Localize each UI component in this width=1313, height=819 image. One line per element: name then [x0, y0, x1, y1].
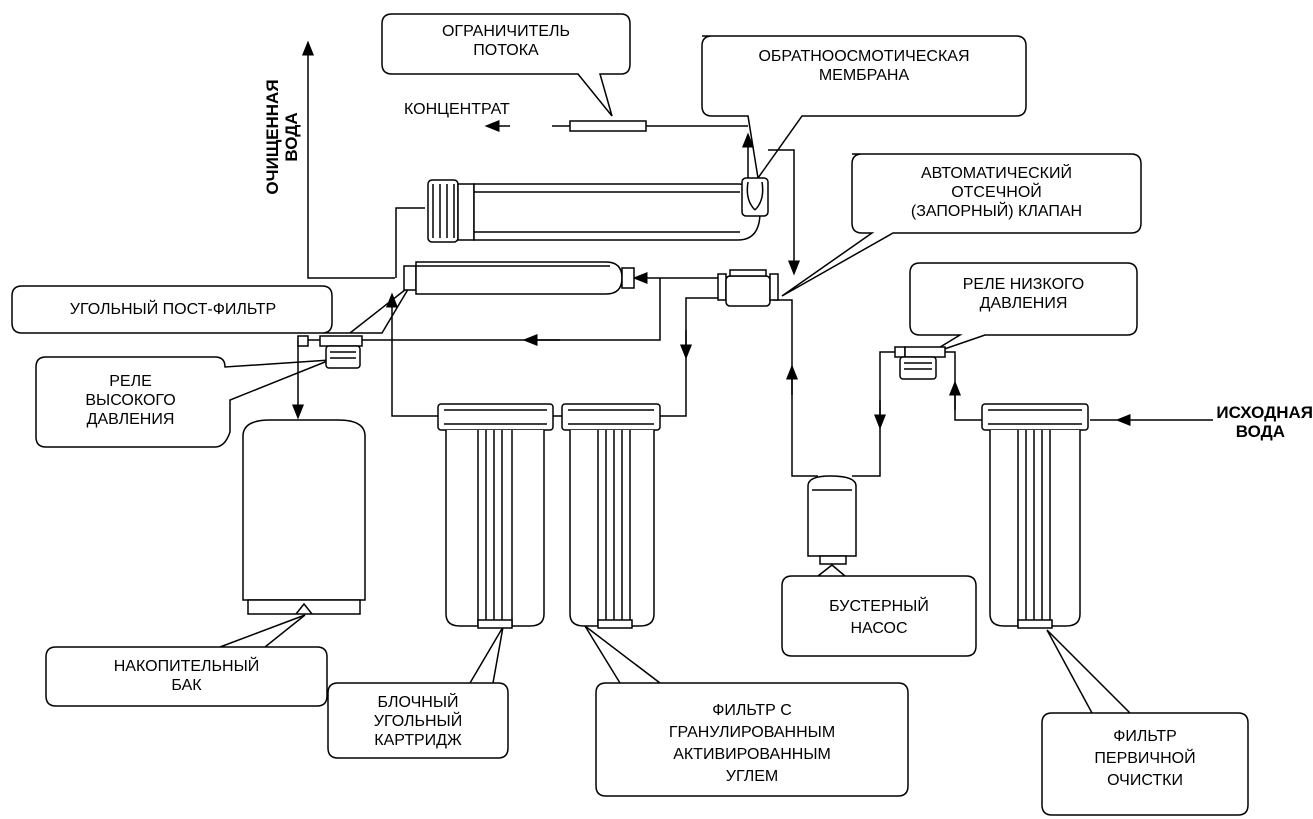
label-prefilter: ФИЛЬТР ПЕРВИЧНОЙ ОЧИСТКИ	[1094, 728, 1196, 789]
callout-high-pressure-relay	[35, 356, 331, 448]
high-pressure-relay-body	[297, 335, 363, 369]
callout-flow-restrictor	[381, 13, 631, 117]
shutoff-valve-body	[717, 269, 779, 307]
storage-tank-body	[242, 419, 366, 615]
pipe-block-to-post	[386, 292, 438, 417]
pipe-pump-to-valve	[773, 299, 818, 477]
callout-low-pressure-relay	[909, 262, 1138, 356]
callout-storage-tank	[45, 614, 328, 707]
label-storage-tank: НАКОПИТЕЛЬНЫЙ БАК	[113, 658, 260, 694]
booster-pump-body	[807, 475, 857, 565]
label-shutoff-valve: АВТОМАТИЧЕСКИЙ ОТСЕЧНОЙ (ЗАПОРНЫЙ) КЛАПА…	[910, 165, 1083, 220]
label-low-pressure-relay: РЕЛЕ НИЗКОГО ДАВЛЕНИЯ	[962, 276, 1085, 312]
label-flow-restrictor: ОГРАНИЧИТЕЛЬ ПОТОКА	[441, 23, 571, 59]
prefilter-housing	[981, 403, 1089, 629]
label-block-carbon: БЛОЧНЫЙ УГОЛЬНЫЙ КАРТРИДЖ	[373, 694, 463, 749]
pipe-tank-line	[308, 278, 661, 341]
low-pressure-relay-body	[894, 346, 946, 380]
label-booster-pump: БУСТЕРНЫЙ НАСОС	[829, 598, 929, 637]
label-carbon-postfilter: УГОЛЬНЫЙ ПОСТ-ФИЛЬТР	[69, 301, 277, 318]
gac-filter-housing	[561, 403, 661, 629]
callout-shutoff-valve	[781, 153, 1142, 297]
pipe-purified-out	[302, 40, 395, 279]
pipe-membrane-inlet	[395, 207, 425, 278]
pipe-membrane-out	[768, 149, 800, 276]
block-carbon-housing	[437, 403, 554, 629]
label-source-water: ИСХОДНАЯ ВОДА	[1216, 403, 1313, 441]
callout-prefilter	[1041, 629, 1249, 816]
label-concentrate: КОНЦЕНТРАТ	[404, 101, 510, 118]
pipe-relay-to-pump	[852, 351, 897, 477]
carbon-postfilter-body	[403, 261, 635, 295]
label-high-pressure-relay: РЕЛЕ ВЫСОКОГО ДАВЛЕНИЯ	[85, 373, 176, 428]
pipe-gac-to-valve	[660, 297, 728, 417]
pipe-prefilter-to-relay	[940, 351, 982, 421]
label-purified-water: ОЧИЩЕННАЯ ВОДА	[263, 79, 301, 195]
label-gac-filter: ФИЛЬТР С ГРАНУЛИРОВАННЫМ АКТИВИРОВАННЫМ …	[668, 702, 836, 785]
flow-restrictor-body	[569, 120, 647, 132]
callout-booster-pump	[781, 564, 977, 657]
label-ro-membrane: ОБРАТНООСМОТИЧЕСКАЯ МЕМБРАНА	[758, 48, 970, 84]
callout-carbon-postfilter	[11, 285, 411, 334]
ro-membrane-housing	[427, 177, 769, 243]
